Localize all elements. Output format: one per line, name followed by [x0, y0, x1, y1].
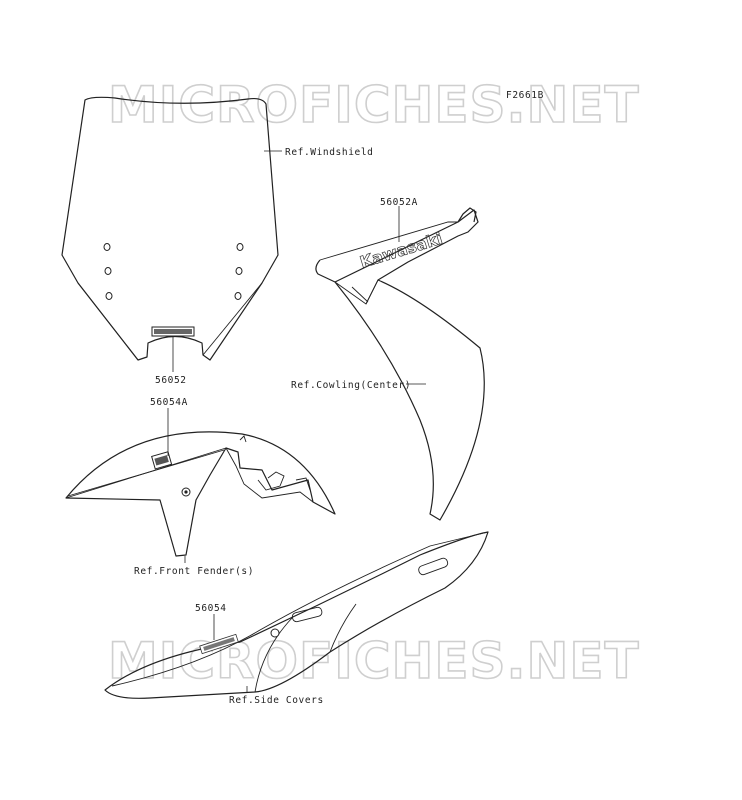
figure-code: F2661B	[506, 90, 544, 101]
windshield-part	[61, 96, 279, 361]
label-ref-windshield: Ref.Windshield	[285, 147, 373, 158]
front-fender-part	[65, 431, 336, 557]
label-ref-cowling-center: Ref.Cowling(Center)	[291, 380, 411, 391]
cowling-decal-text: Kawasaki	[358, 229, 445, 272]
cowling-center-part: Kawasaki	[315, 207, 485, 521]
windshield-decal	[151, 326, 195, 337]
watermark-top: MICROFICHES.NET	[108, 76, 640, 134]
watermark-bottom: MICROFICHES.NET	[108, 632, 640, 690]
label-56054a: 56054A	[150, 397, 188, 408]
label-ref-front-fender: Ref.Front Fender(s)	[134, 566, 254, 577]
label-56052a: 56052A	[380, 197, 418, 208]
fender-decal	[151, 451, 173, 470]
side-covers-part	[104, 531, 489, 699]
label-56054: 56054	[195, 603, 227, 614]
windshield-mount-holes	[103, 243, 244, 300]
label-56052: 56052	[155, 375, 187, 386]
label-ref-side-covers: Ref.Side Covers	[229, 695, 324, 706]
